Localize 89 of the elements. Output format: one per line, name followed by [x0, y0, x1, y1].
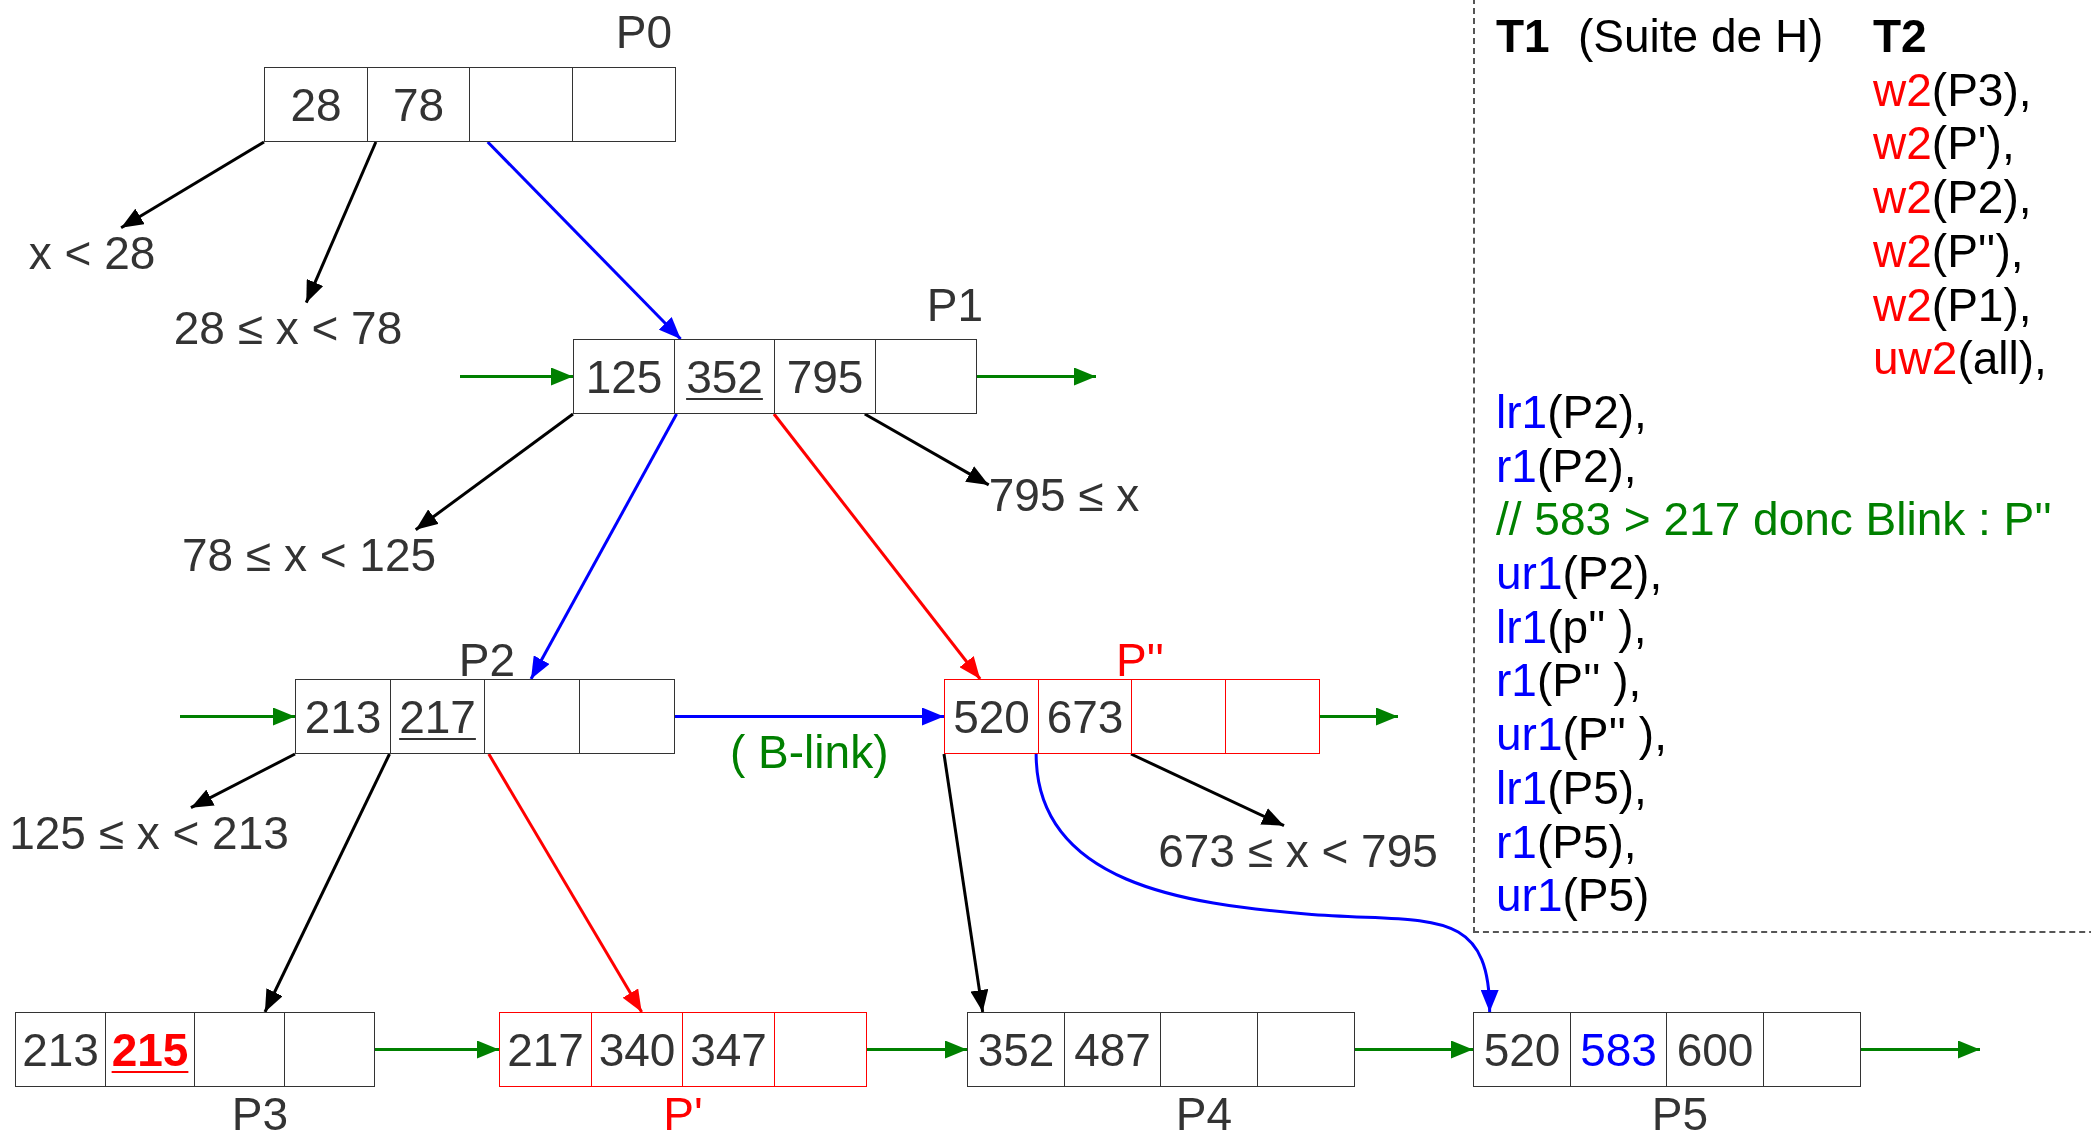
page-label: P'' — [1115, 638, 1165, 682]
operation-name: w2 — [1873, 223, 1932, 278]
arrow — [674, 707, 944, 726]
operation-name: lr1 — [1496, 760, 1548, 815]
arrow — [1860, 1040, 1980, 1059]
key-cell: 213 — [295, 679, 391, 754]
key-cell: 215 — [104, 1012, 196, 1087]
key-cell: 217 — [389, 679, 486, 754]
key-cell: 347 — [682, 1012, 775, 1087]
arrow — [487, 753, 643, 1013]
page-label: P0 — [615, 10, 673, 54]
arrow — [304, 141, 378, 304]
operation-argument: (P5), — [1547, 760, 1647, 815]
range-label: 78 ≤ x < 125 — [181, 529, 437, 581]
arrow — [1354, 1040, 1473, 1059]
column-heading: (Suite de H) — [1578, 9, 1824, 63]
range-label: 28 ≤ x < 78 — [173, 302, 403, 354]
arrow — [120, 140, 265, 229]
key-cell: 28 — [264, 67, 368, 142]
column-heading: T2 — [1873, 9, 1927, 63]
operation-name: uw2 — [1873, 331, 1958, 386]
arrow — [180, 707, 295, 726]
operation-argument: (P''), — [1931, 223, 2024, 278]
arrow — [460, 367, 573, 386]
key-cell: 583 — [1569, 1012, 1668, 1087]
operation-argument: (P2), — [1547, 384, 1647, 439]
page-label: P4 — [1175, 1092, 1233, 1136]
range-label: 673 ≤ x < 795 — [1158, 825, 1438, 877]
operation-name: ur1 — [1496, 707, 1563, 762]
operation-argument: (P1), — [1931, 277, 2032, 332]
comment-text: // 583 > 217 donc Blink : P'' — [1496, 492, 2052, 547]
arrow — [414, 412, 574, 531]
page-label: P2 — [458, 638, 516, 682]
operation-argument: (p'' ), — [1547, 599, 1647, 654]
arrow — [1130, 752, 1285, 828]
operation-name: w2 — [1873, 277, 1932, 332]
key-cell: 78 — [366, 67, 471, 142]
operation-name: w2 — [1873, 62, 1932, 117]
operation-name: w2 — [1873, 170, 1932, 225]
key-cell: 352 — [967, 1012, 1065, 1087]
operation-argument: (P'' ), — [1536, 653, 1642, 708]
arrow — [190, 752, 296, 810]
arrow — [529, 413, 678, 680]
operation-argument: (P'), — [1931, 116, 2015, 171]
page-label: P' — [663, 1092, 703, 1136]
operation-argument: (P2), — [1536, 438, 1637, 493]
column-heading: T1 — [1496, 9, 1550, 63]
key-cell: 673 — [1037, 679, 1133, 754]
operation-argument: (all), — [1957, 331, 2047, 386]
arrow — [866, 1040, 967, 1059]
key-cell: 352 — [673, 339, 776, 414]
page-label: P1 — [926, 283, 984, 327]
operation-argument: (P5) — [1562, 868, 1650, 923]
arrow — [864, 412, 990, 487]
page-label: P3 — [231, 1092, 289, 1136]
operation-name: r1 — [1496, 653, 1537, 708]
arrow — [374, 1040, 499, 1059]
operation-argument: (P2), — [1562, 546, 1663, 600]
key-cell: 340 — [590, 1012, 684, 1087]
key-cell: 795 — [774, 339, 876, 414]
key-cell: 217 — [499, 1012, 592, 1087]
key-cell: 125 — [573, 339, 675, 414]
range-label: 795 ≤ x — [988, 469, 1140, 521]
operation-name: ur1 — [1496, 546, 1563, 600]
arrow — [772, 413, 982, 680]
operation-name: r1 — [1496, 438, 1537, 493]
arrow — [942, 753, 989, 1013]
key-cell: 487 — [1063, 1012, 1162, 1087]
page-label: P5 — [1651, 1092, 1709, 1136]
arrow — [1319, 707, 1398, 726]
key-cell: 520 — [944, 679, 1039, 754]
arrow — [1034, 753, 1498, 1013]
operation-name: r1 — [1496, 814, 1537, 869]
arrow — [976, 367, 1096, 386]
key-cell: 213 — [15, 1012, 106, 1087]
operation-argument: (P3), — [1931, 62, 2032, 117]
range-label: x < 28 — [28, 227, 156, 279]
arrow — [486, 140, 682, 341]
operation-argument: (P'' ), — [1562, 707, 1667, 762]
operation-name: w2 — [1873, 116, 1932, 171]
range-label: 125 ≤ x < 213 — [9, 807, 289, 859]
key-cell: 600 — [1666, 1012, 1764, 1087]
operation-name: ur1 — [1496, 868, 1563, 923]
operation-argument: (P5), — [1536, 814, 1637, 869]
operation-name: lr1 — [1496, 384, 1548, 439]
key-cell: 520 — [1473, 1012, 1571, 1087]
operation-name: lr1 — [1496, 599, 1548, 654]
operation-argument: (P2), — [1931, 170, 2032, 225]
arrow — [263, 753, 391, 1013]
